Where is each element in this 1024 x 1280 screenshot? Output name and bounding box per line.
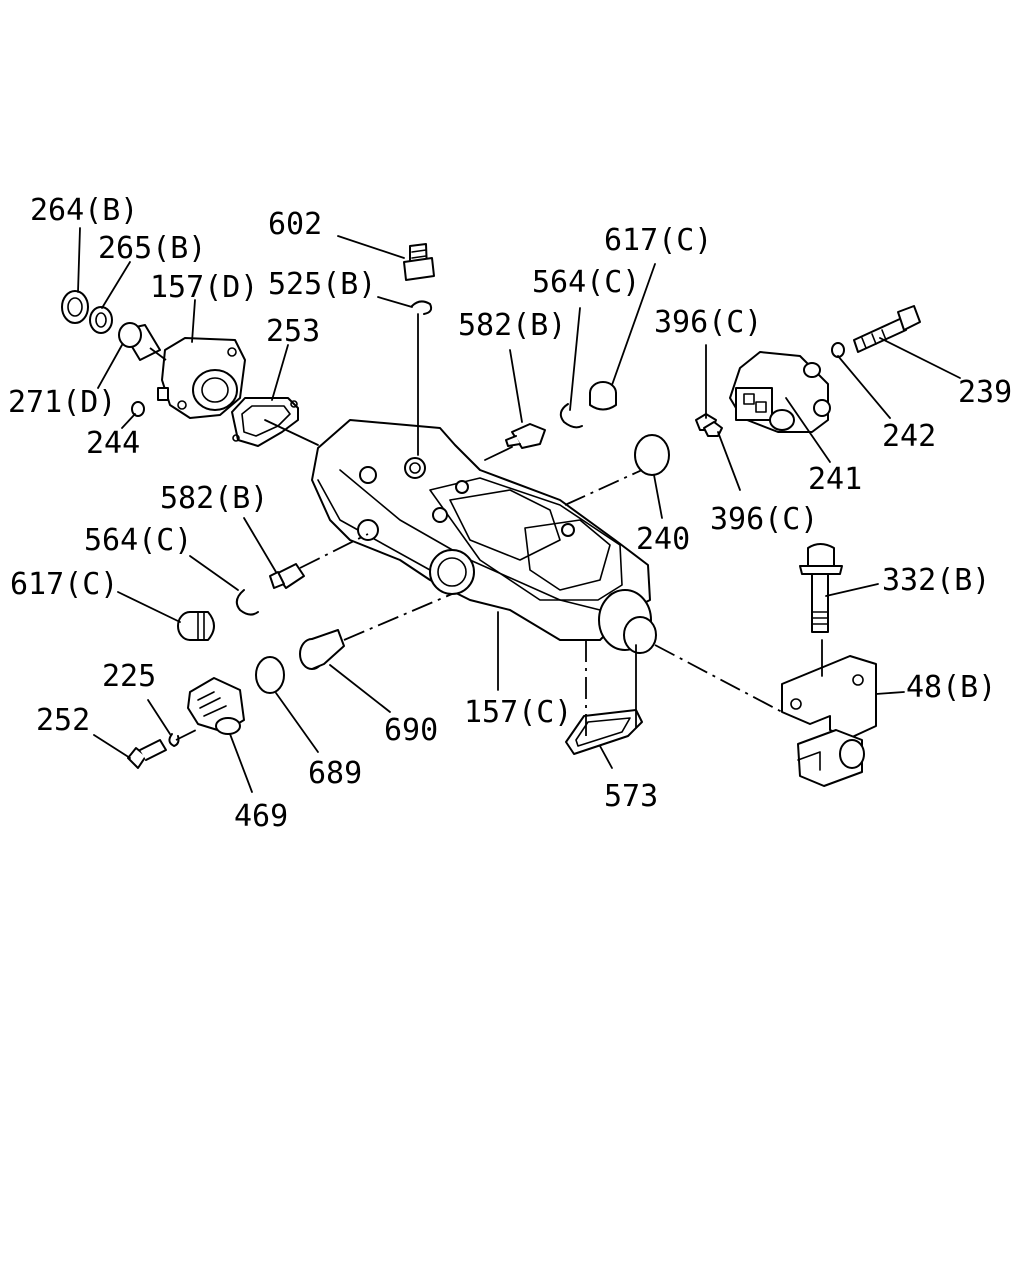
cover-157d-part	[157, 337, 246, 419]
gasket-253-part	[231, 397, 299, 447]
bushing-271d-part	[118, 322, 161, 361]
gasket-573-part	[565, 709, 643, 755]
bolt-332b-part	[799, 543, 843, 633]
callout-265b-label: 265(B)	[98, 231, 206, 266]
sensor-469-part	[187, 677, 245, 735]
bracket-48b-part	[781, 655, 877, 787]
callout-271d-label: 271(D)	[8, 385, 116, 420]
snapring-525b-part	[411, 300, 433, 315]
pin-396c-part	[695, 413, 723, 437]
callout-48b-label: 48(B)	[906, 670, 996, 705]
callout-244-label: 244	[86, 426, 140, 461]
oring-689-part	[255, 656, 285, 694]
callout-239-label: 239	[958, 375, 1012, 410]
clip-564c-lower-part	[235, 589, 259, 616]
pin-582b-lower-part	[269, 563, 305, 589]
leader-lines	[77, 227, 961, 793]
pump-block-241-part	[729, 351, 831, 433]
plug-617c-lower-part	[177, 611, 215, 641]
callout-602-label: 602	[268, 207, 322, 242]
valve-690-part	[299, 629, 345, 670]
callout-582b-lower-label: 582(B)	[160, 481, 268, 516]
bolt-252-part	[127, 739, 167, 769]
washer-225-part	[168, 733, 180, 747]
callout-240-label: 240	[636, 522, 690, 557]
callout-564c-lower-label: 564(C)	[84, 523, 192, 558]
clip-564c-upper-part	[559, 403, 583, 429]
callout-617c-lower-label: 617(C)	[10, 567, 118, 602]
center-lines	[149, 347, 783, 741]
callout-252-label: 252	[36, 703, 90, 738]
callout-396c-upper-label: 396(C)	[654, 305, 762, 340]
pin-582b-upper-part	[505, 423, 546, 449]
oring-244-part	[131, 401, 145, 417]
callout-689-label: 689	[308, 756, 362, 791]
callout-573-label: 573	[604, 779, 658, 814]
washer-242-part	[831, 342, 845, 358]
callout-225-label: 225	[102, 659, 156, 694]
callout-582b-upper-label: 582(B)	[458, 308, 566, 343]
callout-617c-upper-label: 617(C)	[604, 223, 712, 258]
seal-264b-part	[61, 290, 89, 324]
callout-690-label: 690	[384, 713, 438, 748]
washer-265b-part	[89, 306, 113, 334]
callout-396c-lower-label: 396(C)	[710, 502, 818, 537]
bolt-602-part	[403, 243, 435, 281]
oring-240-part	[634, 434, 670, 476]
callout-564c-upper-label: 564(C)	[532, 265, 640, 300]
callout-241-label: 241	[808, 462, 862, 497]
callout-469-label: 469	[234, 799, 288, 834]
plug-617c-upper-part	[589, 381, 617, 411]
callout-242-label: 242	[882, 419, 936, 454]
callout-157c-label: 157(C)	[464, 695, 572, 730]
main-housing-part	[311, 419, 657, 654]
callout-253-label: 253	[266, 314, 320, 349]
callout-332b-label: 332(B)	[882, 563, 990, 598]
callout-525b-label: 525(B)	[268, 267, 376, 302]
callout-157d-label: 157(D)	[150, 270, 258, 305]
bolt-239-part	[853, 305, 921, 353]
callout-264b-label: 264(B)	[30, 193, 138, 228]
